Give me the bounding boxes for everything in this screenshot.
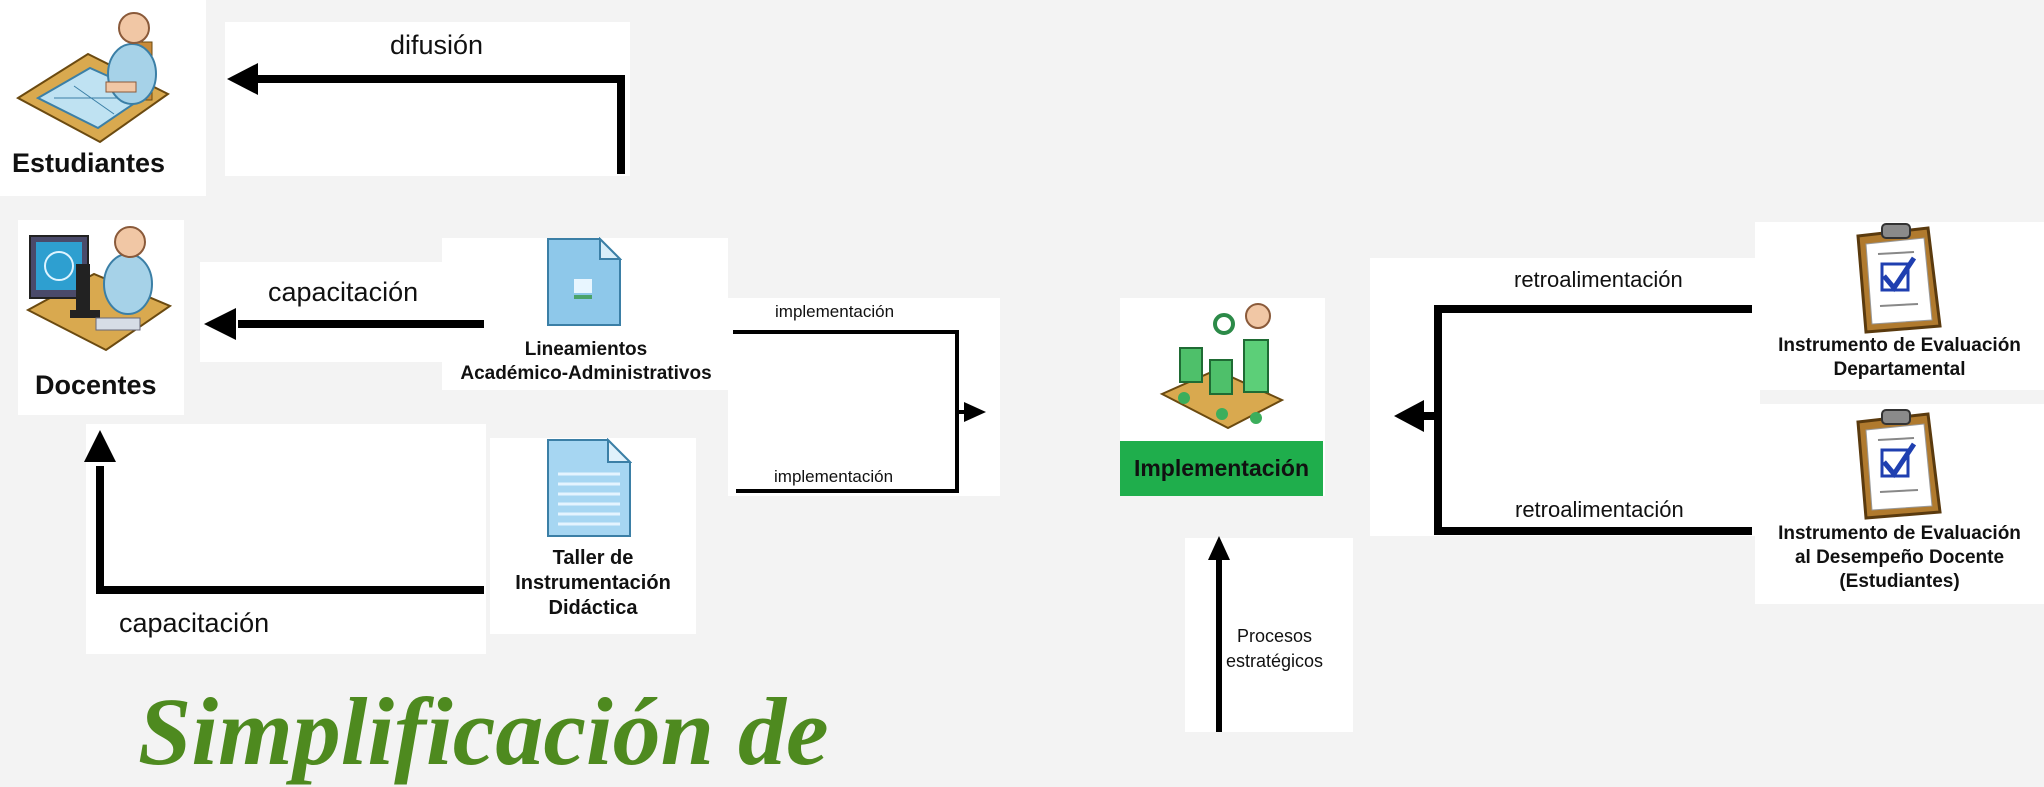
teacher-microscope-icon <box>25 226 173 352</box>
document-icon <box>547 237 622 326</box>
node-implementacion: Implementación <box>1120 441 1323 496</box>
arrowhead-implementacion <box>1394 400 1424 432</box>
node-taller: Taller de Instrumentación Didáctica <box>515 547 671 619</box>
node-instrumento-desempeno: Instrumento de Evaluación al Desempeño D… <box>1778 523 2021 592</box>
difusion-line <box>254 75 625 174</box>
capacitacion-bottom-line <box>96 466 484 594</box>
node-lineamientos: Lineamientos Académico-Administrativos <box>460 339 712 384</box>
arrowhead-estudiantes <box>227 63 258 95</box>
arrowhead-docentes-bottom <box>84 430 116 462</box>
arrowhead-procesos <box>1208 536 1230 560</box>
edge-label-capacitacion-top: capacitación <box>268 277 419 307</box>
edge-label-implementacion-top: implementación <box>775 302 895 321</box>
panel-procesos <box>1185 538 1353 732</box>
edge-label-procesos: Procesos estratégicos <box>1226 626 1324 672</box>
edge-label-implementacion-bottom: implementación <box>774 467 894 486</box>
node-docentes: Docentes <box>35 370 157 400</box>
node-instrumento-departamental: Instrumento de Evaluación Departamental <box>1778 335 2021 380</box>
edge-label-capacitacion-bottom: capacitación <box>119 608 270 638</box>
checklist-clipboard-icon <box>1856 409 1942 520</box>
assembly-line-inspector-icon <box>1159 303 1285 430</box>
arrowhead-bracket-out <box>964 402 986 422</box>
node-estudiantes: Estudiantes <box>12 148 166 178</box>
arrowhead-docentes-top <box>204 308 236 340</box>
connector-lines <box>84 63 1752 732</box>
document-lines-icon <box>547 438 632 537</box>
edge-label-retro-top: retroalimentación <box>1514 267 1683 292</box>
edge-label-retro-bottom: retroalimentación <box>1515 497 1684 522</box>
edge-label-difusion: difusión <box>390 30 484 60</box>
panel-capacitacion-top <box>200 262 488 362</box>
panel-difusion <box>225 22 630 176</box>
panel-capacitacion-bottom <box>86 424 486 654</box>
student-at-desk-icon <box>16 12 170 144</box>
checklist-clipboard-icon <box>1856 223 1942 334</box>
